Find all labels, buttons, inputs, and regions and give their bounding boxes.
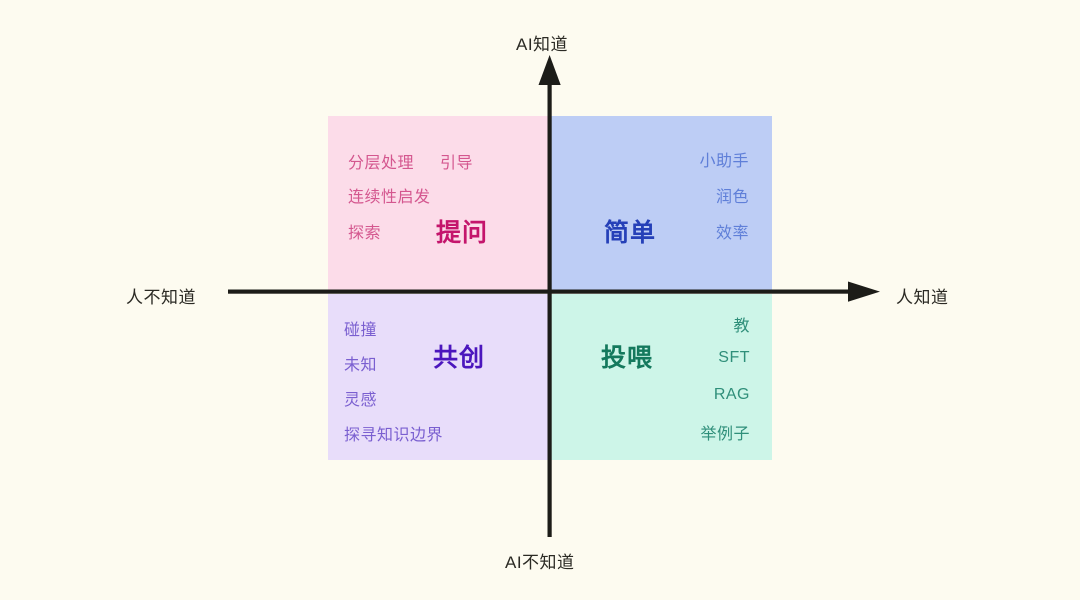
quadrant-tl-tag-tansuo: 探索 bbox=[348, 225, 382, 242]
quadrant-bottom-left: 碰撞 未知 灵感 探寻知识边界 共创 bbox=[328, 294, 549, 460]
x-axis-arrow-icon bbox=[228, 281, 880, 302]
quadrant-top-right-content: 小助手 润色 效率 简单 bbox=[551, 116, 772, 292]
quadrant-top-right: 小助手 润色 效率 简单 bbox=[551, 116, 772, 292]
quadrant-tl-tag-lianxuxing: 连续性启发 bbox=[348, 189, 431, 206]
quadrant-top-left: 分层处理 引导 连续性启发 探索 提问 bbox=[328, 116, 549, 292]
quadrant-bl-tag-pengzhuang: 碰撞 bbox=[344, 322, 378, 339]
quadrant-tr-tag-xiaolv: 效率 bbox=[715, 225, 749, 242]
quadrant-br-title: 投喂 bbox=[601, 344, 654, 372]
quadrant-br-tag-rag: RAG bbox=[713, 386, 750, 403]
axis-label-human-does-not-know: 人不知道 bbox=[126, 288, 196, 307]
quadrant-bottom-left-content: 碰撞 未知 灵感 探寻知识边界 共创 bbox=[328, 294, 549, 460]
quadrant-tl-tag-yindao: 引导 bbox=[440, 155, 474, 172]
quadrant-bl-tag-weizhi: 未知 bbox=[344, 357, 378, 374]
quadrant-br-tag-sft: SFT bbox=[718, 349, 750, 366]
axis-label-human-knows: 人知道 bbox=[896, 288, 949, 307]
quadrant-bl-title: 共创 bbox=[433, 344, 486, 372]
quadrant-tr-tag-runse: 润色 bbox=[715, 189, 749, 206]
quadrant-tr-title: 简单 bbox=[604, 219, 657, 247]
axis-label-ai-does-not-know: AI不知道 bbox=[505, 553, 575, 572]
quadrant-br-tag-jiao: 教 bbox=[733, 318, 750, 335]
quadrant-tl-tag-fenceng: 分层处理 bbox=[348, 155, 415, 172]
quadrant-bl-tag-tanxun: 探寻知识边界 bbox=[344, 427, 444, 444]
quadrant-tl-title: 提问 bbox=[436, 219, 489, 247]
quadrant-bottom-right-content: 教 SFT RAG 举例子 投喂 bbox=[551, 294, 772, 460]
axis-label-ai-knows: AI知道 bbox=[516, 35, 569, 54]
quadrant-top-left-content: 分层处理 引导 连续性启发 探索 提问 bbox=[328, 116, 549, 292]
quadrant-tr-tag-xiaozhushou: 小助手 bbox=[699, 153, 749, 170]
y-axis-arrow-icon bbox=[538, 55, 561, 537]
quadrant-bl-tag-linggan: 灵感 bbox=[344, 392, 378, 409]
quadrant-bottom-right: 教 SFT RAG 举例子 投喂 bbox=[551, 294, 772, 460]
quadrant-br-tag-julizi: 举例子 bbox=[700, 426, 750, 443]
